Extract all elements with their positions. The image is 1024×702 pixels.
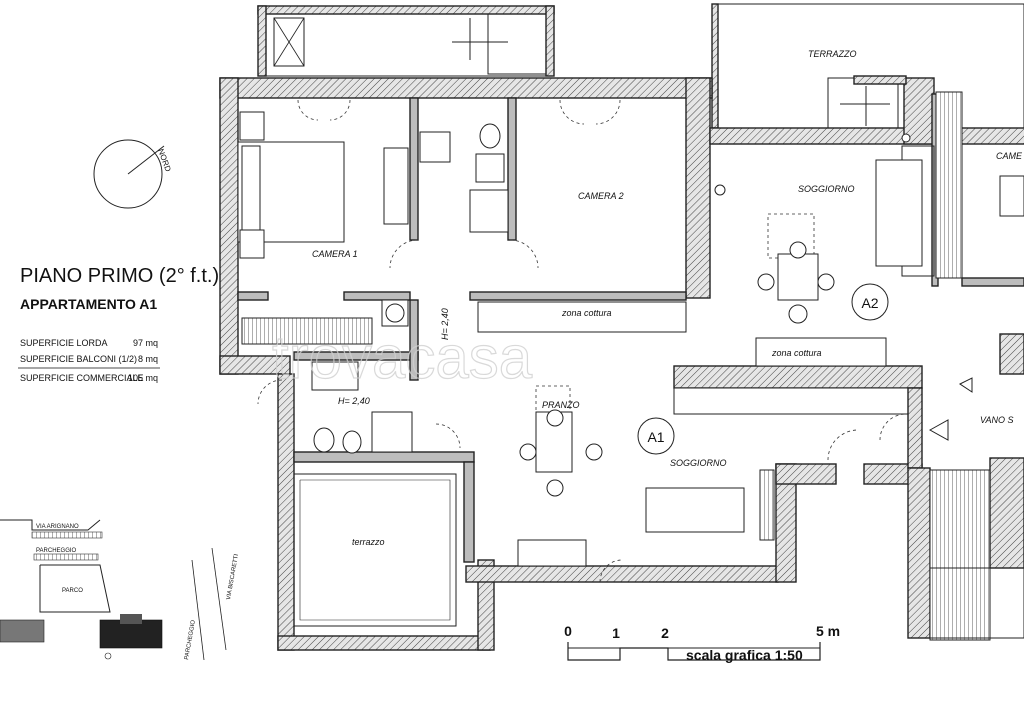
surface-table: SUPERFICIE LORDA 97 mq SUPERFICIE BALCON… xyxy=(18,338,160,383)
terrazzo-top-label: TERRAZZO xyxy=(808,49,857,59)
bath-height-label: H= 2,40 xyxy=(338,396,370,406)
corridor-height-label: H= 2,40 xyxy=(440,308,450,340)
map-street-top: VIA ARIGNANO xyxy=(36,524,79,530)
staircase xyxy=(907,377,1024,641)
map-park-label: PARCO xyxy=(62,588,83,594)
scale-tick-2: 2 xyxy=(661,625,669,641)
a2-furniture xyxy=(714,133,1024,367)
pranzo-label: PRANZO xyxy=(542,400,580,410)
surface-lorda-label: SUPERFICIE LORDA xyxy=(20,338,108,348)
surface-lorda-value: 97 mq xyxy=(133,338,158,348)
zona-cottura-a2-label: zona cottura xyxy=(771,348,822,358)
unit-a1-label: A1 xyxy=(647,429,664,445)
watermark: trovacasa xyxy=(272,324,533,391)
scale-tick-0: 0 xyxy=(564,623,572,639)
floor-title: PIANO PRIMO (2° f.t.) xyxy=(20,265,219,287)
surface-balconi-value: 8 mq xyxy=(138,354,158,364)
vano-scala-label: VANO S xyxy=(980,415,1014,425)
map-parking-label: PARCHEGGIO xyxy=(36,548,77,554)
camera-a2-label: CAME xyxy=(996,151,1023,161)
unit-tag-a2: A2 xyxy=(851,283,889,321)
surface-balconi-label: SUPERFICIE BALCONI (1/2) xyxy=(20,354,137,364)
soggiorno-a2-label: SOGGIORNO xyxy=(798,184,855,194)
terrace-top-right: TERRAZZO xyxy=(711,3,1024,129)
scale-tick-1: 1 xyxy=(612,625,620,641)
apartment-title: APPARTAMENTO A1 xyxy=(20,296,157,312)
room-labels: CAMERA 1 CAMERA 2 PRANZO SOGGIORNO zona … xyxy=(312,151,1023,547)
camera-1-label: CAMERA 1 xyxy=(312,249,358,259)
unit-a2-label: A2 xyxy=(861,295,878,311)
a2-walls xyxy=(673,75,1024,469)
map-parking-vertical: PARCHEGGIO xyxy=(184,619,197,660)
balcony-top-left xyxy=(257,5,555,77)
a1-furniture xyxy=(237,111,775,567)
scale-label: scala grafica 1:50 xyxy=(686,647,803,663)
camera-2-label: CAMERA 2 xyxy=(578,191,624,201)
a1-walls xyxy=(219,77,923,651)
title-block: PIANO PRIMO (2° f.t.) APPARTAMENTO A1 SU… xyxy=(18,265,219,383)
scale-bar: 0 1 2 5 m scala grafica 1:50 xyxy=(564,623,840,663)
surface-commerciale-value: 105 mq xyxy=(128,373,158,383)
soggiorno-a1-label: SOGGIORNO xyxy=(670,458,727,468)
location-map: VIA ARIGNANO PARCHEGGIO PARCO VIA BISCAR… xyxy=(0,519,240,660)
zona-cottura-a1-label: zona cottura xyxy=(561,308,612,318)
map-street-right: VIA BISCARETTI xyxy=(226,553,240,600)
terrazzo-a1-label: terrazzo xyxy=(352,537,385,547)
scale-tick-5: 5 m xyxy=(816,623,840,639)
unit-tag-a1: A1 xyxy=(637,417,675,455)
north-compass: NORD xyxy=(93,139,173,209)
surface-commerciale-label: SUPERFICIE COMMERCIALE xyxy=(20,373,144,383)
